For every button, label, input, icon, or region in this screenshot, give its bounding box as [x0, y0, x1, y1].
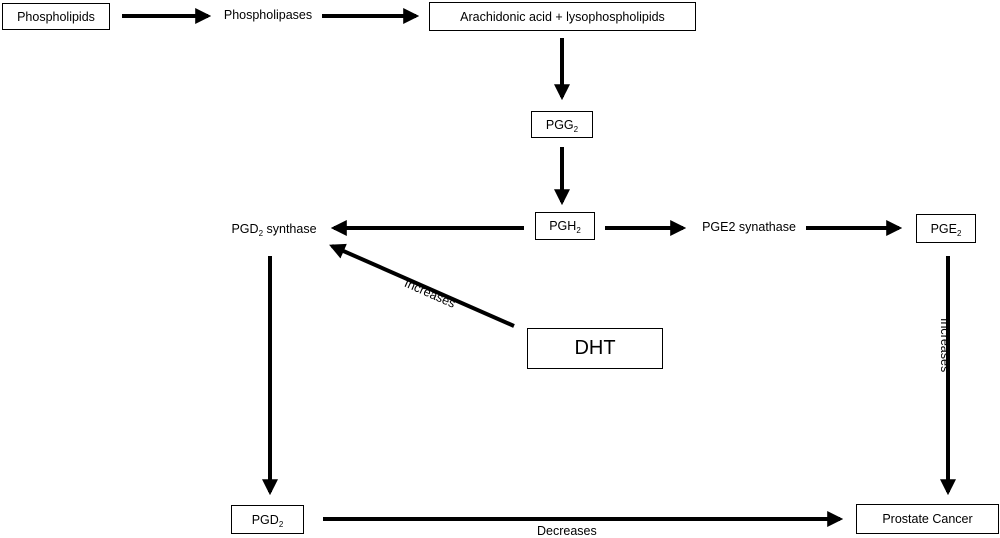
arrow-dht-to-pgd2-synthase — [329, 243, 515, 328]
node-pgd2: PGD2 — [231, 505, 304, 534]
node-dht: DHT — [527, 328, 663, 369]
node-pgg2-label: PGG2 — [545, 117, 579, 134]
node-pgg2: PGG2 — [531, 111, 593, 138]
node-arachidonic-acid: Arachidonic acid + lysophospholipids — [429, 2, 696, 31]
node-dht-label: DHT — [574, 337, 616, 359]
node-prostate-cancer-label: Prostate Cancer — [882, 512, 973, 526]
node-pgd2-synthase: PGD2 synthase — [218, 219, 330, 239]
node-pge2-synathase-label: PGE2 synathase — [702, 220, 796, 234]
node-phospholipids: Phospholipids — [2, 3, 110, 30]
node-phospholipases-label: Phospholipases — [223, 8, 313, 22]
label-pge2-increases: Increases — [938, 318, 952, 373]
node-pgd2-label: PGD2 — [251, 512, 284, 529]
node-pgd2-synthase-label: PGD2 synthase — [231, 222, 317, 238]
node-arachidonic-acid-label: Arachidonic acid + lysophospholipids — [460, 9, 665, 24]
node-pge2-label: PGE2 — [930, 221, 962, 238]
node-phospholipids-label: Phospholipids — [17, 9, 95, 24]
node-phospholipases: Phospholipases — [218, 5, 318, 25]
node-pgh2: PGH2 — [535, 212, 595, 240]
node-pge2: PGE2 — [916, 214, 976, 243]
node-pgh2-label: PGH2 — [549, 219, 581, 235]
label-pgd2-decreases: Decreases — [537, 524, 597, 538]
node-prostate-cancer: Prostate Cancer — [856, 504, 999, 534]
node-pge2-synathase: PGE2 synathase — [695, 217, 803, 237]
